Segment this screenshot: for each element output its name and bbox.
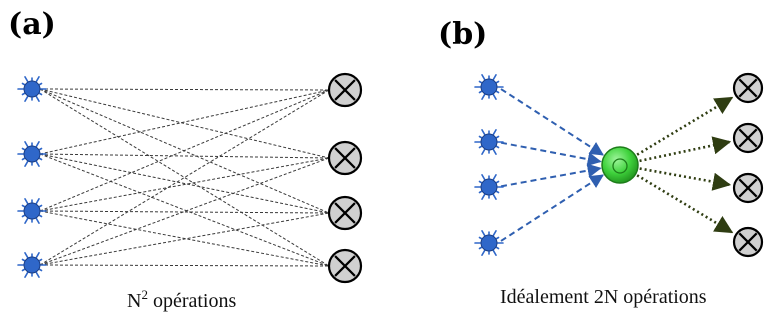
link-b-in-4: [500, 174, 604, 242]
nodes-layer: [17, 72, 764, 284]
detector-a-4-icon: [327, 248, 363, 284]
link-a-1-4: [39, 88, 330, 267]
source-b-4-icon: [474, 230, 504, 256]
source-a-1-icon: [17, 76, 47, 102]
source-b-3-icon: [474, 174, 504, 200]
source-b-1-icon: [474, 74, 504, 100]
source-a-3-icon: [17, 198, 47, 224]
source-a-4-icon: [17, 252, 47, 278]
link-b-out-2: [639, 136, 732, 163]
link-b-out-4: [636, 174, 734, 234]
detector-a-2-icon: [327, 140, 363, 176]
panel-a-caption: N2 opérations: [127, 287, 236, 312]
panel-a-links: [39, 88, 330, 267]
source-b-2-icon: [474, 129, 504, 155]
link-a-2-2: [39, 153, 330, 159]
link-b-out-1: [636, 96, 734, 156]
link-a-3-1: [39, 89, 330, 212]
link-a-3-2: [39, 157, 330, 212]
link-b-out-3: [639, 167, 732, 191]
link-b-in-2: [500, 141, 602, 167]
panel-a-caption-sup: 2: [141, 287, 148, 302]
panel-a-caption-rest: opérations: [148, 290, 237, 312]
link-a-3-3: [39, 210, 330, 214]
detector-b-2-icon: [732, 122, 764, 154]
detector-b-3-icon: [732, 172, 764, 204]
source-a-2-icon: [17, 141, 47, 167]
link-a-2-3: [39, 153, 330, 214]
link-a-2-1: [39, 89, 330, 155]
hub-node-icon: [601, 146, 639, 184]
panel-a-label: (a): [8, 7, 56, 42]
link-a-1-1: [39, 88, 330, 91]
detector-b-1-icon: [732, 72, 764, 104]
link-a-2-4: [39, 153, 330, 267]
link-a-4-3: [39, 212, 330, 266]
link-a-4-1: [39, 89, 330, 266]
link-b-in-1: [500, 88, 604, 156]
link-a-4-4: [39, 264, 330, 267]
detector-a-1-icon: [327, 72, 363, 108]
detector-a-3-icon: [327, 195, 363, 231]
panel-b-label: (b): [438, 17, 487, 52]
link-a-4-2: [39, 157, 330, 266]
link-a-1-2: [39, 88, 330, 159]
detector-b-4-icon: [732, 226, 764, 258]
panel-a-caption-base: N: [127, 290, 141, 312]
link-b-in-3: [500, 163, 602, 188]
panel-b-links: [500, 88, 734, 242]
panel-b-caption: Idéalement 2N opérations: [500, 286, 707, 308]
